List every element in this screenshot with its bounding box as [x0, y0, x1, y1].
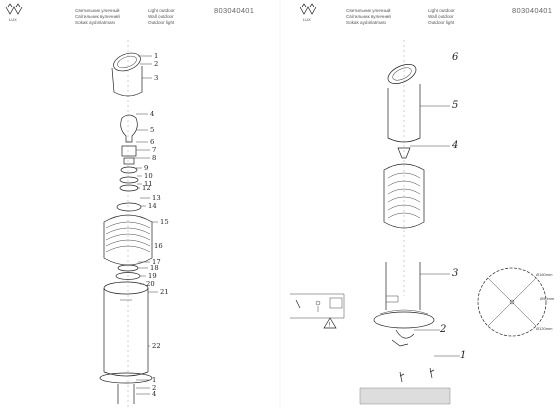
product-code: 803040401: [512, 6, 552, 15]
callout-number: 21: [160, 288, 169, 296]
callout-number: 4: [150, 110, 154, 118]
header-line: Светильник уличный: [346, 7, 391, 13]
product-code: 803040401: [214, 6, 254, 15]
header-line: Sokak aydınlatması: [75, 20, 115, 25]
callout-number: 16: [154, 242, 163, 250]
callout-number: 2: [154, 60, 158, 68]
header-line: Светильник уличный: [75, 7, 120, 13]
header-line: Світильник вуличний: [75, 13, 120, 19]
installation-view: [359, 40, 451, 405]
wiring-diagram: !: [290, 293, 345, 329]
callout-number: 13: [152, 194, 161, 202]
dimension-label: Ø90mm: [540, 296, 555, 301]
callout-number: 7: [152, 146, 156, 154]
header-line: Sokak aydınlatması: [346, 20, 386, 25]
callout-number: 8: [152, 154, 156, 162]
header-line: Outdoor light: [148, 20, 175, 25]
callout-number: 6: [150, 138, 154, 146]
callout-number: 11: [144, 180, 153, 188]
header-line: Light outdoor: [148, 8, 175, 13]
header-line: Outdoor light: [428, 20, 455, 25]
warning-triangle-icon: [323, 317, 337, 329]
callout-number: 1: [152, 376, 156, 384]
callout-number: 17: [152, 258, 161, 266]
step-number: 2: [439, 324, 446, 335]
callout-number: 15: [160, 218, 169, 226]
callout-number: 19: [148, 272, 157, 280]
callout-number: 1: [154, 52, 158, 60]
brand-logo-icon: [5, 3, 23, 15]
dimension-label: Ø120mm: [536, 326, 553, 331]
callout-number: 3: [154, 74, 158, 82]
brand-caption: LUX: [303, 17, 311, 22]
brand-caption: LUX: [9, 17, 17, 22]
callout-number: 20: [146, 280, 155, 288]
callouts-left: 1 2 3 4 5 6 7 8 9 10 11 12 13 1: [134, 52, 169, 398]
callout-number: 2: [152, 384, 156, 392]
callouts-right: 6 5 4 3 2 1: [410, 52, 466, 361]
header-line: Wall outdoor: [428, 14, 454, 19]
callout-number: 10: [144, 172, 153, 180]
step-number: 3: [452, 268, 458, 279]
warning-mark: !: [329, 323, 331, 329]
callout-number: 14: [148, 202, 157, 210]
step-number: 6: [452, 52, 459, 63]
brand-logo-icon: [299, 3, 317, 15]
exploded-view-left: [99, 40, 153, 408]
callout-number: 5: [150, 126, 154, 134]
step-number: 4: [451, 140, 458, 151]
callout-number: 4: [152, 390, 156, 398]
callout-number: 9: [144, 164, 148, 172]
header-line: Wall outdoor: [148, 14, 174, 19]
mounting-template: Ø160mm Ø90mm Ø120mm: [477, 267, 555, 337]
callout-number: 18: [150, 264, 159, 272]
step-number: 5: [452, 100, 458, 111]
right-page: LUX Светильник уличный Світильник вуличн…: [290, 3, 555, 405]
left-page: LUX Светильник уличный Світильник вуличн…: [5, 3, 254, 408]
header-line: Light outdoor: [428, 8, 455, 13]
callout-number: 22: [152, 342, 161, 350]
callout-number: 12: [142, 184, 151, 192]
dimension-label: Ø160mm: [536, 272, 553, 277]
step-number: 1: [460, 350, 466, 361]
header-line: Світильник вуличний: [346, 13, 391, 19]
